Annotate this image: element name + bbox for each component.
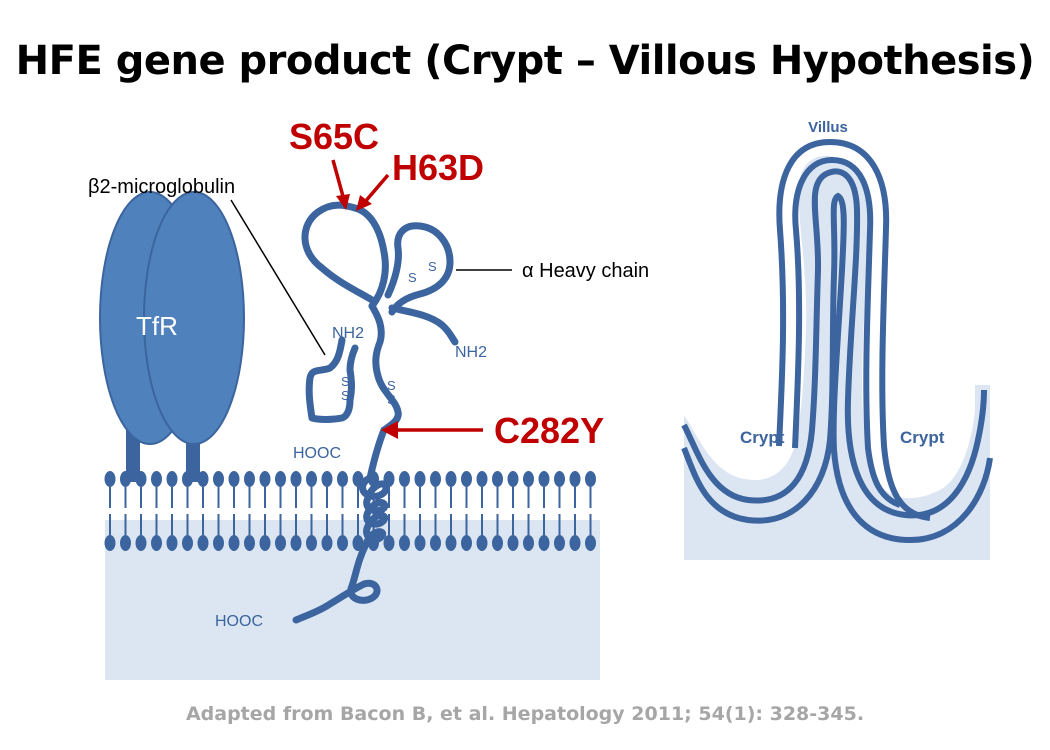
slide-title: HFE gene product (Crypt – Villous Hypoth… (15, 38, 1035, 84)
lipid-head (150, 470, 163, 502)
mutation-arrows (331, 159, 483, 439)
lipid-head (491, 470, 504, 502)
lipid-head (475, 470, 489, 502)
tfr-label: TfR (136, 311, 178, 341)
mutation-c282y: C282Y (494, 410, 604, 451)
b2m-leader-line (230, 199, 326, 356)
mutation-h63d: H63D (392, 147, 484, 188)
lipid-head (320, 470, 334, 502)
lipid-head (289, 470, 303, 502)
lipid-bilayer (103, 470, 597, 552)
alpha3-domain (368, 302, 402, 434)
lipid-head (429, 470, 442, 502)
lipid-head (568, 470, 582, 502)
crypt-left-label: Crypt (740, 428, 785, 447)
disulfide-s-5: S (387, 378, 396, 393)
lipid-head (553, 470, 566, 502)
lipid-head (584, 470, 597, 502)
nh2-left-label: NH2 (332, 325, 364, 342)
crypt-villus-panel (681, 138, 993, 560)
lipid-head (258, 470, 272, 502)
disulfide-s-3: S (341, 374, 350, 389)
b2m-label: β2-microglobulin (88, 176, 235, 198)
alpha2-domain (384, 222, 454, 316)
lipid-head (305, 470, 318, 502)
heavy-chain-label: α Heavy chain (522, 260, 649, 282)
nh2-right-label: NH2 (455, 344, 487, 361)
lipid-head (336, 470, 349, 502)
mutation-s65c: S65C (289, 116, 379, 157)
tfr-stalk-left (126, 430, 140, 482)
transferrin-receptor (99, 191, 245, 445)
lipid-head (537, 470, 551, 502)
disulfide-s-1: S (408, 270, 417, 285)
disulfide-s-4: S (341, 388, 350, 403)
lipid-head (165, 470, 179, 502)
lipid-head (274, 470, 287, 502)
transmembrane-coil (292, 426, 390, 624)
lipid-head (522, 470, 535, 502)
b2m-domain (305, 336, 359, 423)
lipid-head (398, 470, 411, 502)
lipid-head (227, 470, 241, 502)
hooc-b2m-label: HOOC (293, 445, 341, 462)
lipid-head (506, 470, 520, 502)
villus-label: Villus (808, 119, 848, 136)
lipid-head (413, 470, 427, 502)
alpha1-domain (301, 201, 389, 310)
lipid-head (460, 470, 473, 502)
crypt-right-label: Crypt (900, 428, 945, 447)
hfe-protein (292, 201, 459, 624)
disulfide-s-6: S (387, 392, 396, 407)
lipid-head (212, 470, 225, 502)
lipid-head (243, 470, 256, 502)
alpha-chain-nh2-arm (388, 304, 459, 346)
hooc-tail-label: HOOC (215, 613, 263, 630)
citation: Adapted from Bacon B, et al. Hepatology … (185, 703, 865, 725)
disulfide-s-2: S (428, 259, 437, 274)
lipid-head (103, 470, 117, 502)
lipid-head (444, 470, 458, 502)
